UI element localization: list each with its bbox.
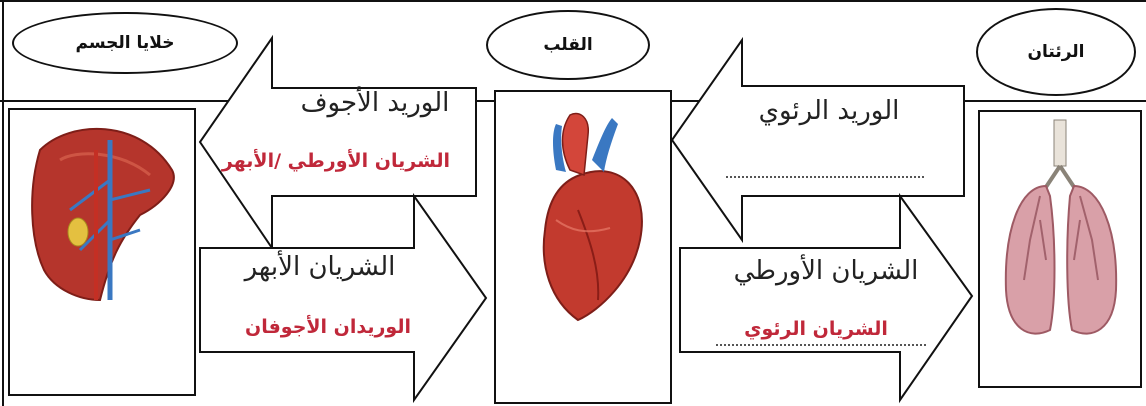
heart-label: القلب (486, 10, 650, 80)
aortic-artery-arrow (679, 192, 974, 404)
aorta-arrow (199, 192, 488, 404)
aorta-label: الشريان الأبهر (244, 252, 396, 282)
aortic-artery-blank (716, 344, 926, 346)
pulmonary-vein-arrow (670, 36, 965, 244)
pulmonary-vein-label: الوريد الرئوي (758, 96, 900, 126)
vena-cava-answer: الشريان الأورطي /الأبهر (221, 150, 451, 172)
vena-cava-arrow (198, 34, 477, 252)
lungs-icon (1004, 119, 1118, 335)
lungs-label: الرئتان (976, 8, 1136, 96)
vena-cava-label: الوريد الأجوف (300, 88, 450, 118)
left-border-line (2, 0, 4, 406)
top-border-line (0, 0, 1146, 2)
pulmonary-vein-blank (726, 176, 924, 178)
liver-icon (31, 127, 175, 302)
body-cells-label: خلايا الجسم (12, 12, 238, 74)
aortic-artery-label: الشريان الأورطي (733, 256, 919, 286)
heart-icon (542, 112, 643, 322)
aortic-artery-answer: الشريان الرئوي (744, 318, 888, 340)
aorta-answer: الوريدان الأجوفان (244, 316, 411, 338)
